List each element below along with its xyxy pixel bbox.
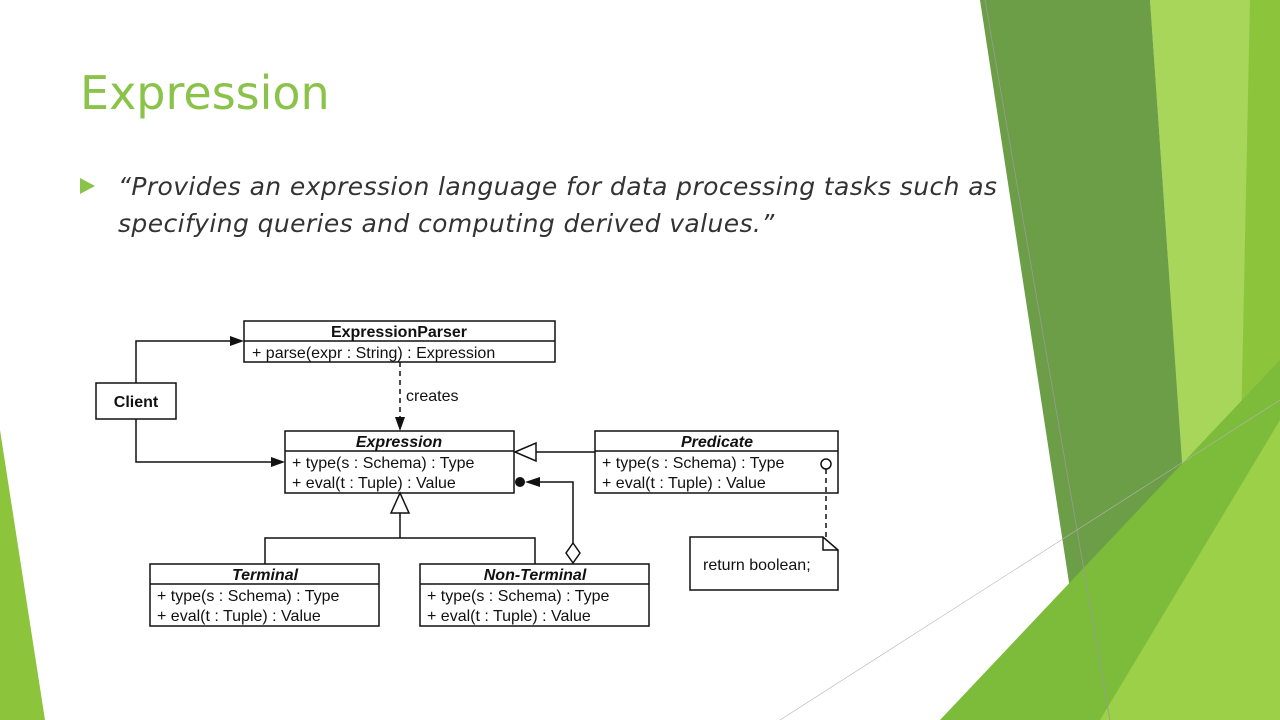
- subclass-generalization-edges: [264, 537, 536, 564]
- creates-label: creates: [406, 388, 458, 405]
- class-expressionparser: ExpressionParser + parse(expr : String) …: [243, 320, 556, 363]
- class-member: + eval(t : Tuple) : Value: [157, 608, 321, 625]
- arrow-bullet-icon: [80, 178, 95, 194]
- arrowhead: [271, 457, 285, 467]
- association-dot: [515, 477, 525, 487]
- client-to-parser-edge: [135, 340, 232, 383]
- arrowhead: [230, 336, 244, 346]
- generalization-arrowhead: [513, 441, 537, 463]
- class-name: Expression: [356, 434, 442, 451]
- class-terminal: Terminal + type(s : Schema) : Type + eva…: [149, 563, 380, 627]
- arrowhead: [525, 477, 540, 487]
- deco-lower-light: [1100, 420, 1280, 720]
- class-nonterminal: Non-Terminal + type(s : Schema) : Type +…: [419, 563, 650, 627]
- aggregation-diamond: [565, 541, 581, 565]
- note-text: return boolean;: [703, 557, 811, 574]
- class-predicate: Predicate + type(s : Schema) : Type + ev…: [594, 430, 839, 494]
- note-return-boolean: return boolean;: [689, 536, 839, 591]
- class-member: + type(s : Schema) : Type: [292, 455, 475, 472]
- deco-thin-line-2: [779, 399, 1280, 720]
- slide-title: Expression: [80, 66, 330, 120]
- class-expression: Expression + type(s : Schema) : Type + e…: [284, 430, 515, 494]
- client-label: Client: [114, 394, 159, 411]
- class-member: + eval(t : Tuple) : Value: [427, 608, 591, 625]
- class-member: + eval(t : Tuple) : Value: [292, 475, 456, 492]
- aggregation-edge: [539, 481, 574, 543]
- deco-thin-line-1: [984, 0, 1111, 720]
- arrowhead: [395, 417, 405, 431]
- class-member: + type(s : Schema) : Type: [157, 588, 340, 605]
- deco-left-sliver: [0, 430, 45, 720]
- note-anchor-circle: [820, 458, 832, 470]
- class-member: + parse(expr : String) : Expression: [252, 345, 495, 362]
- client-to-expression-edge: [135, 419, 272, 463]
- class-member: + eval(t : Tuple) : Value: [602, 475, 766, 492]
- class-name: Terminal: [232, 567, 299, 584]
- class-name: ExpressionParser: [331, 324, 467, 341]
- class-member: + type(s : Schema) : Type: [427, 588, 610, 605]
- class-member: + type(s : Schema) : Type: [602, 455, 785, 472]
- bullet-text: “Provides an expression language for dat…: [118, 172, 998, 238]
- generalization-arrowhead: [389, 491, 411, 514]
- class-name: Non-Terminal: [484, 567, 587, 584]
- box-client: Client: [95, 382, 177, 420]
- class-name: Predicate: [681, 434, 753, 451]
